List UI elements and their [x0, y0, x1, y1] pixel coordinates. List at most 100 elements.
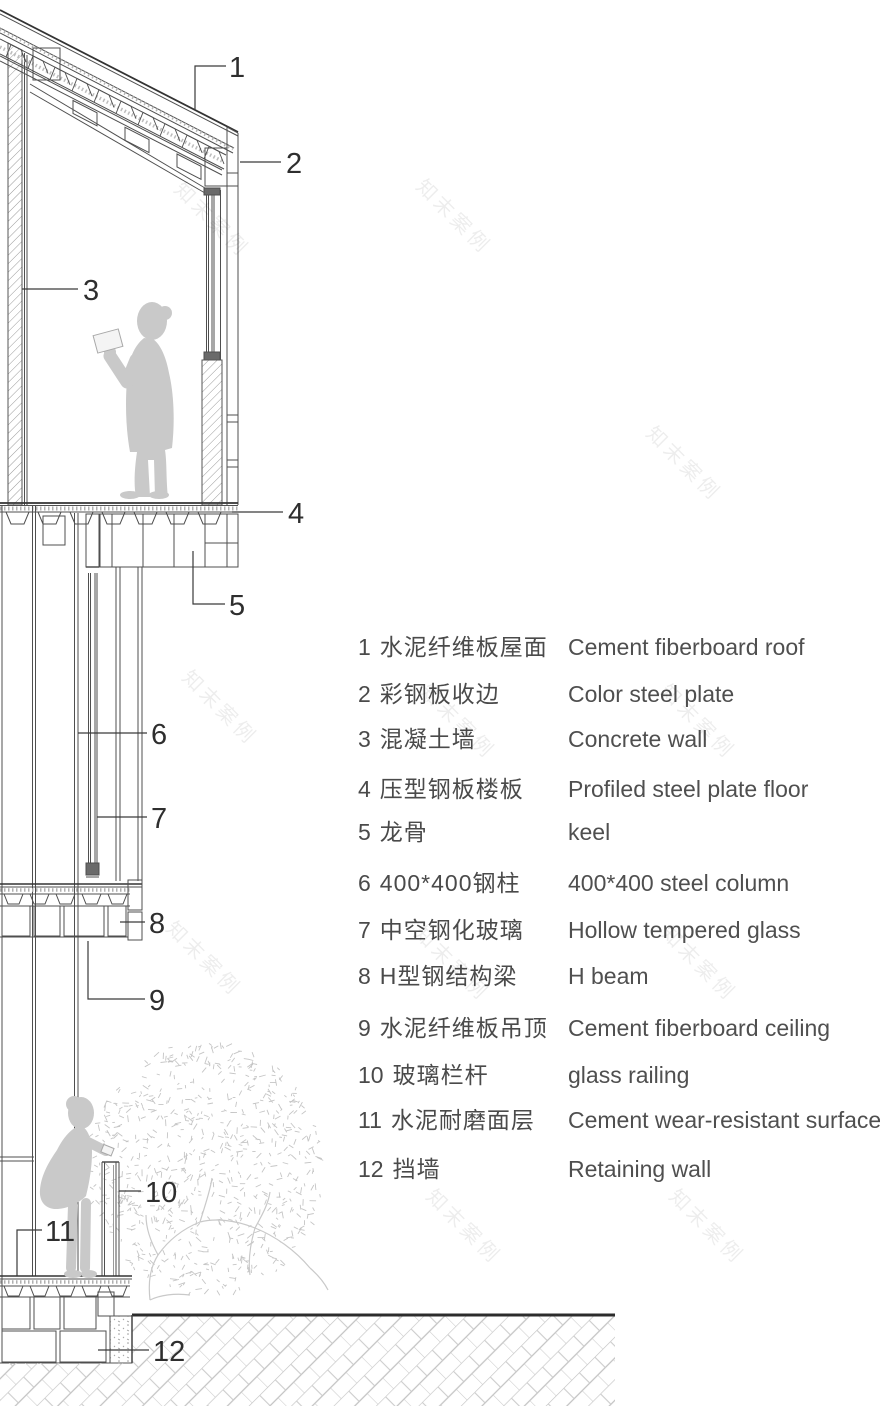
legend-row: 2 彩钢板收边 Color steel plate: [358, 679, 878, 709]
callout-1: 1: [194, 52, 245, 110]
building-structure: [0, 9, 239, 1364]
floor-deck-ribs: [3, 893, 128, 905]
callout-label-10: 10: [145, 1177, 177, 1209]
middle-glazing: [85, 573, 100, 878]
legend-label-zh: 龙骨: [379, 819, 428, 845]
legend-number: 9: [358, 1015, 371, 1041]
legend-row: 10 玻璃栏杆 glass railing: [358, 1060, 878, 1090]
callout-11: 11: [16, 1216, 75, 1276]
glass-head-mullion: [203, 187, 221, 196]
retaining-wall: [109, 1315, 133, 1364]
h-beam: [107, 905, 127, 937]
callout-12: 12: [98, 1336, 185, 1368]
callout-label-6: 6: [151, 719, 167, 751]
legend-label-zh: 400*400钢柱: [379, 870, 521, 896]
legend-number: 10: [358, 1062, 384, 1088]
legend-number: 11: [358, 1107, 382, 1133]
callout-label-4: 4: [288, 498, 304, 530]
upper-glazing: [206, 190, 221, 360]
legend-label-zh: 混凝土墙: [379, 726, 476, 752]
legend-row: 8 H型钢结构梁 H beam: [358, 961, 878, 991]
callout-4: 4: [232, 498, 304, 530]
legend-label-zh: 水泥纤维板吊顶: [379, 1015, 548, 1041]
legend-label-en: Cement fiberboard roof: [568, 634, 805, 660]
edge-keel-panel: [99, 513, 239, 568]
legend-label-zh: 彩钢板收边: [379, 681, 500, 707]
callout-8: 8: [120, 908, 165, 940]
legend-label-en: Cement wear-resistant surface: [568, 1107, 880, 1133]
legend-label-zh: 水泥纤维板屋面: [379, 634, 548, 660]
edge-box: [127, 911, 143, 941]
callout-6: 6: [78, 719, 167, 751]
callout-label-2: 2: [286, 148, 302, 180]
h-beam: [63, 905, 105, 937]
roof-assembly: [0, 9, 239, 194]
glass-sill-mullion: [203, 351, 221, 361]
h-beam: [33, 905, 61, 937]
concrete-wall: [7, 42, 28, 506]
book-in-hands: [92, 328, 124, 354]
legend-label-zh: 挡墙: [392, 1156, 441, 1182]
person-figure-lower: [39, 1096, 115, 1278]
legend-number: 12: [358, 1156, 384, 1182]
legend-number: 6: [358, 870, 371, 896]
callout-7: 7: [97, 803, 167, 835]
eave-box: [204, 147, 228, 187]
legend-label-zh: 中空钢化玻璃: [379, 917, 524, 943]
glass-railing: [101, 1161, 120, 1276]
legend-label-en: Retaining wall: [568, 1156, 712, 1182]
edge-box: [127, 879, 143, 911]
legend-number: 1: [358, 634, 371, 660]
legend-number: 8: [358, 963, 371, 989]
legend-row: 6 400*400钢柱 400*400 steel column: [358, 868, 878, 898]
h-beam: [63, 1296, 97, 1330]
callout-label-11: 11: [45, 1216, 75, 1248]
right-wall-assembly: [201, 126, 239, 506]
legend-label-en: Profiled steel plate floor: [568, 776, 809, 802]
ground: [0, 1313, 615, 1406]
phone-in-hand: [100, 1143, 115, 1157]
legend-row: 12 挡墙 Retaining wall: [358, 1154, 878, 1184]
callout-label-7: 7: [151, 803, 167, 835]
legend-label-en: Color steel plate: [568, 681, 735, 707]
foundation-box: [1, 1330, 57, 1363]
fascia-joint: [226, 459, 239, 468]
legend-label-en: 400*400 steel column: [568, 870, 790, 896]
fascia-joint: [226, 414, 239, 423]
person-figure-upper: [92, 302, 174, 499]
floor-deck-ribs: [5, 511, 222, 525]
legend-label-en: H beam: [568, 963, 649, 989]
floor-deck-ribs: [3, 1285, 128, 1297]
callout-label-5: 5: [229, 590, 245, 622]
callout-label-1: 1: [229, 52, 245, 84]
legend-number: 5: [358, 819, 371, 845]
tree-branches: [145, 1177, 329, 1301]
legend-number: 4: [358, 776, 371, 802]
h-beam: [1, 905, 31, 937]
legend-label-zh: H型钢结构梁: [379, 963, 518, 989]
column-head-box: [85, 513, 100, 568]
callout-2: 2: [240, 148, 302, 180]
foundation-box: [59, 1330, 107, 1363]
legend-number: 7: [358, 917, 371, 943]
ground-hatch: [0, 1315, 615, 1406]
legend-label-en: glass railing: [568, 1062, 690, 1088]
roof-ceiling-line: [29, 83, 206, 189]
h-beam: [1, 1296, 31, 1330]
callouts: 1 2 3 4 5 6 7: [16, 52, 304, 1368]
legend-number: 2: [358, 681, 371, 707]
middle-floor-slab: [0, 879, 143, 941]
upper-floor-slab: [0, 502, 239, 568]
legend-number: 3: [358, 726, 371, 752]
legend-row: 11 水泥耐磨面层 Cement wear-resistant surface: [358, 1105, 880, 1135]
legend-label-zh: 玻璃栏杆: [392, 1062, 489, 1088]
callout-label-12: 12: [153, 1336, 185, 1368]
callout-5: 5: [192, 551, 245, 622]
legend-label-zh: 水泥耐磨面层: [390, 1107, 535, 1133]
